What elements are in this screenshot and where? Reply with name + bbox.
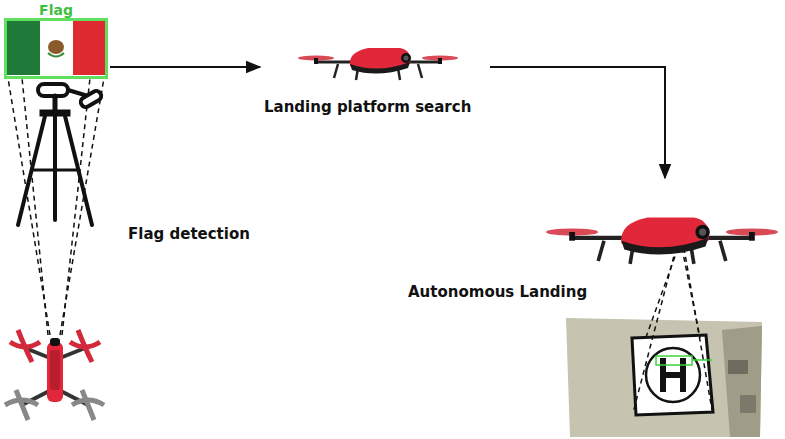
landing-pad bbox=[566, 318, 762, 437]
flag-heading: Flag bbox=[7, 2, 105, 18]
stage-label: Flag detection bbox=[128, 226, 250, 243]
flow-arrow bbox=[490, 67, 665, 178]
landing-stage: Autonomous Landing bbox=[404, 180, 770, 436]
sight-lines bbox=[8, 78, 104, 335]
flag-box: Flag bbox=[4, 18, 108, 79]
flow-arrow bbox=[110, 66, 260, 68]
stage-label: Autonomous Landing bbox=[408, 284, 587, 301]
tripod bbox=[18, 84, 103, 225]
camera-cone bbox=[633, 248, 712, 413]
search-stage: Landing platform search bbox=[262, 40, 490, 116]
mexican-flag bbox=[7, 21, 105, 75]
drone-landing bbox=[546, 218, 778, 264]
stage-label: Landing platform search bbox=[264, 99, 471, 116]
drone-search bbox=[298, 48, 458, 80]
drone-top-view bbox=[5, 330, 104, 420]
